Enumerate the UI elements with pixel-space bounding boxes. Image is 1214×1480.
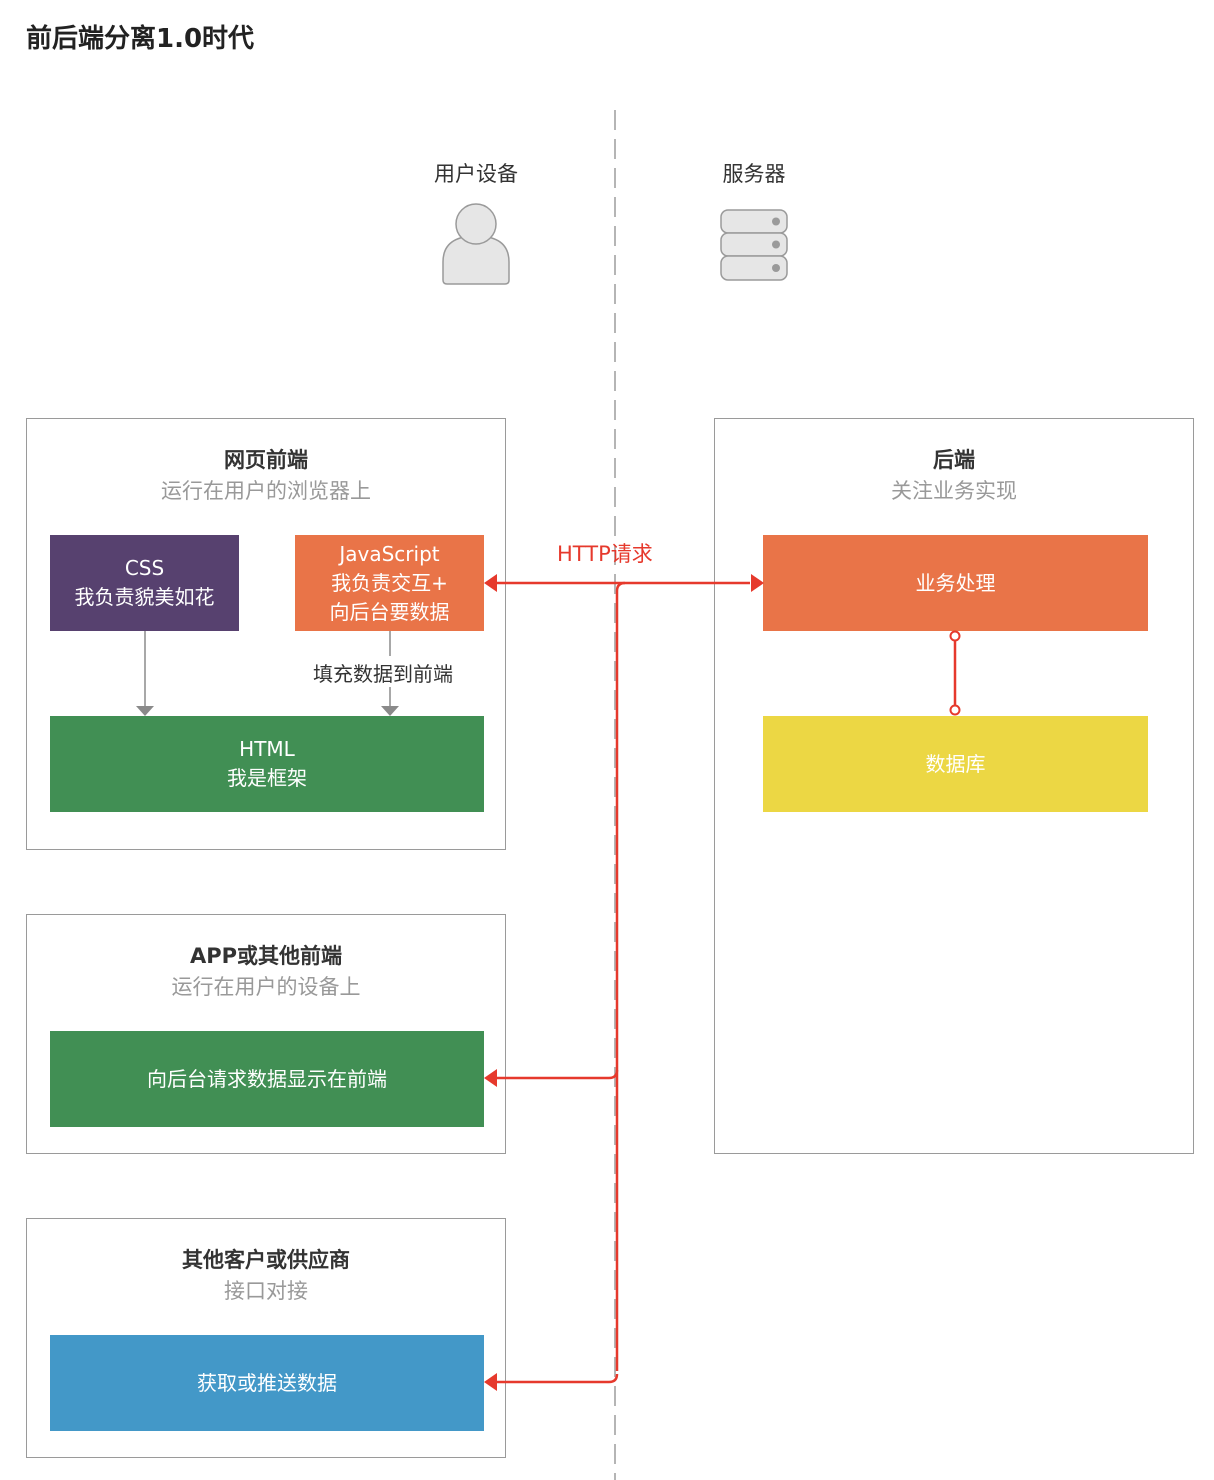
box-line: CSS bbox=[124, 556, 165, 580]
box-line: HTML bbox=[239, 737, 295, 761]
business-database-link bbox=[949, 630, 961, 716]
box-line: 获取或推送数据 bbox=[197, 1370, 337, 1395]
box-line: 向后台请求数据显示在前端 bbox=[147, 1066, 387, 1091]
server-icon bbox=[720, 209, 788, 281]
panel-title: 网页前端 bbox=[224, 448, 308, 472]
http-request-label: HTTP请求 bbox=[557, 542, 653, 566]
box-line: 我是框架 bbox=[227, 766, 307, 790]
css-box: CSS 我负责貌美如花 bbox=[50, 535, 239, 631]
javascript-box: JavaScript 我负责交互+ 向后台要数据 bbox=[295, 535, 484, 631]
user-device-label: 用户设备 bbox=[434, 162, 518, 186]
panel-title: APP或其他前端 bbox=[189, 944, 343, 968]
user-icon bbox=[442, 203, 510, 285]
http-arrowheads bbox=[484, 574, 764, 1391]
box-line: JavaScript bbox=[339, 541, 440, 566]
panel-subtitle: 关注业务实现 bbox=[891, 479, 1017, 503]
business-logic-box: 业务处理 bbox=[763, 535, 1148, 631]
css-to-html-arrow bbox=[136, 631, 154, 716]
panel-subtitle: 接口对接 bbox=[224, 1279, 308, 1303]
box-line: 向后台要数据 bbox=[329, 599, 450, 624]
box-line: 数据库 bbox=[925, 751, 986, 776]
box-line: 我负责貌美如花 bbox=[74, 585, 215, 609]
app-request-box: 向后台请求数据显示在前端 bbox=[50, 1031, 484, 1127]
fetch-push-box: 获取或推送数据 bbox=[50, 1335, 484, 1431]
panel-title: 其他客户或供应商 bbox=[182, 1248, 350, 1272]
panel-subtitle: 运行在用户的浏览器上 bbox=[161, 479, 371, 503]
http-request-lines bbox=[496, 581, 750, 1384]
html-box: HTML 我是框架 bbox=[50, 716, 484, 812]
fill-data-label: 填充数据到前端 bbox=[311, 658, 455, 687]
server-label: 服务器 bbox=[722, 162, 786, 186]
box-line: 我负责交互+ bbox=[331, 570, 448, 595]
panel-title: 后端 bbox=[933, 448, 975, 472]
database-box: 数据库 bbox=[763, 716, 1148, 812]
box-line: 业务处理 bbox=[915, 570, 996, 595]
page-title: 前后端分离1.0时代 bbox=[26, 24, 255, 54]
js-to-html-arrow bbox=[381, 631, 399, 716]
panel-subtitle: 运行在用户的设备上 bbox=[171, 975, 361, 999]
